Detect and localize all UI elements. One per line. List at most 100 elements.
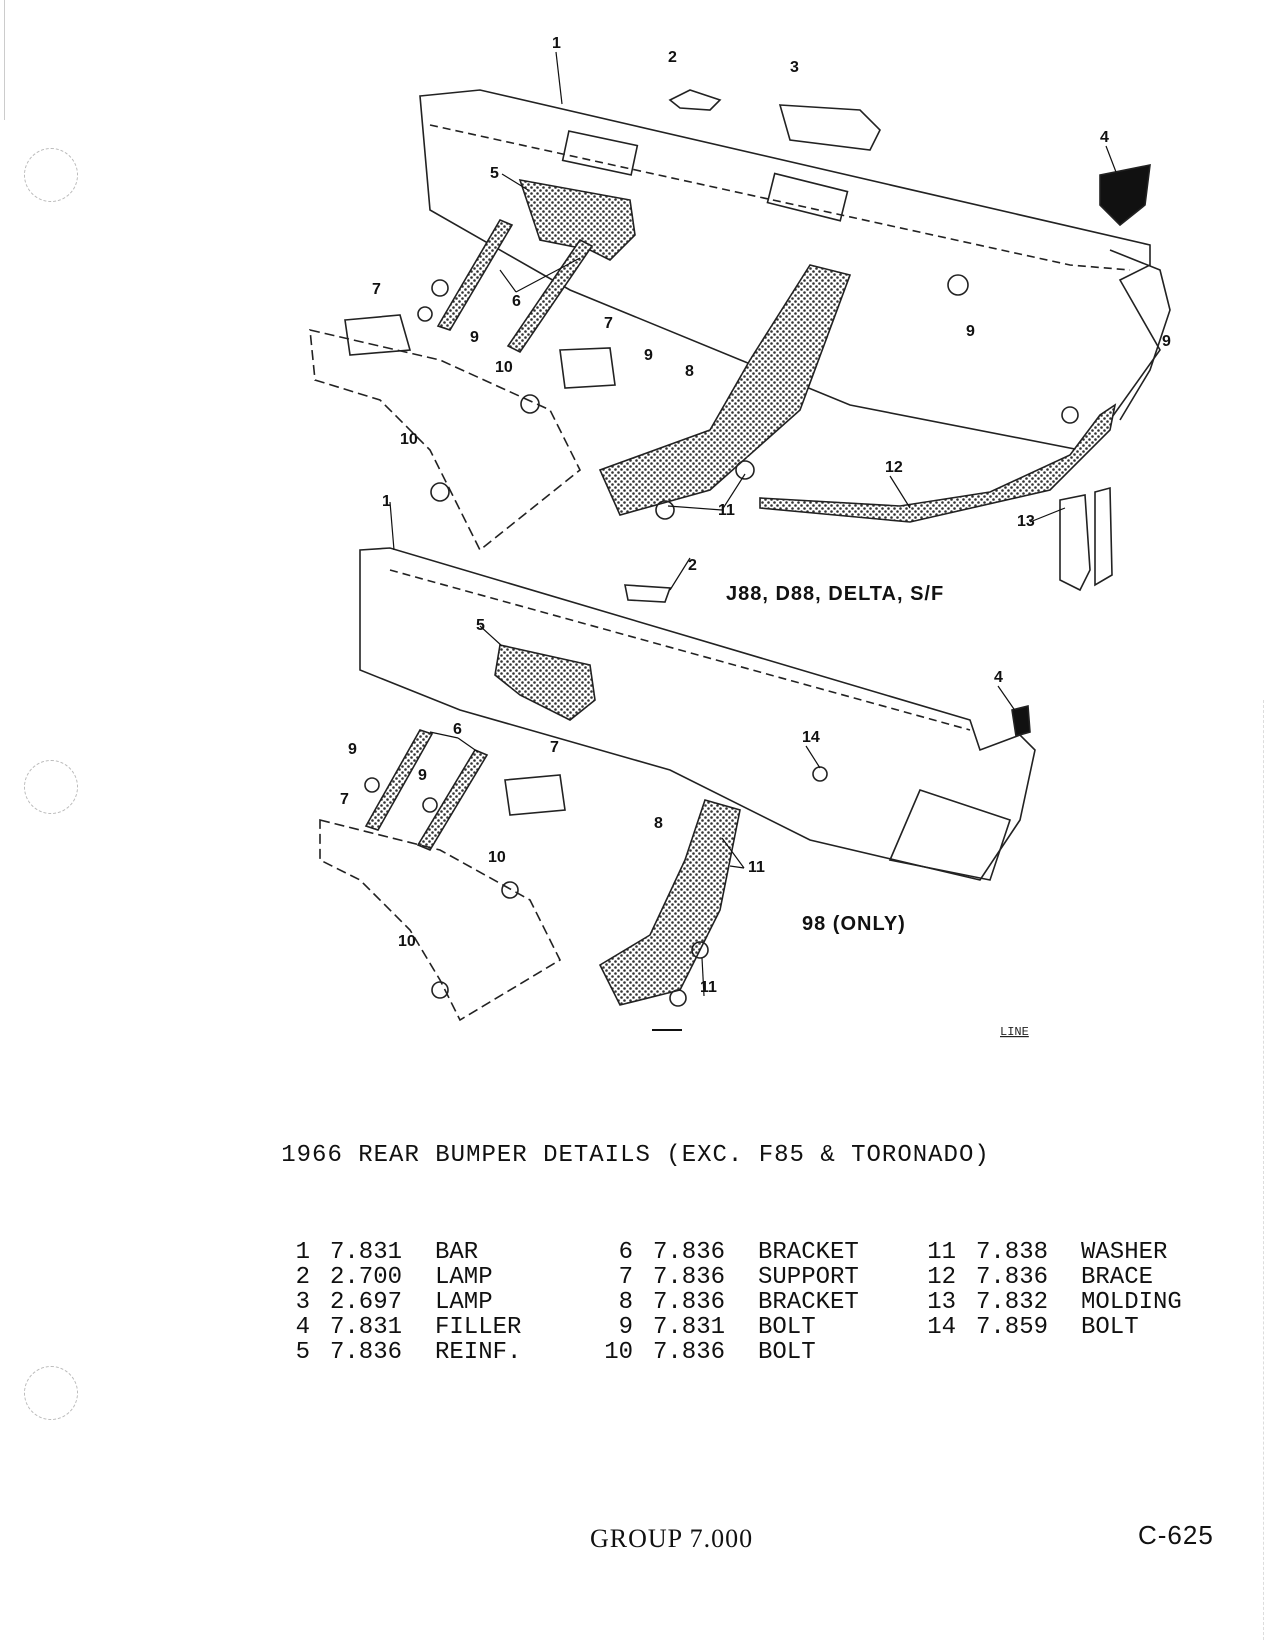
brace [759, 403, 1117, 523]
part-group-code: 2.700 [330, 1264, 403, 1291]
group-label: GROUP 7.000 [590, 1524, 754, 1553]
bracket [598, 264, 852, 516]
part-number: 3 [295, 1289, 310, 1316]
washer [430, 482, 450, 502]
part-name: BOLT [758, 1339, 816, 1366]
filler [1099, 163, 1151, 227]
variant-label: 98 (ONLY) [802, 913, 906, 935]
callout-label: 1 [552, 35, 561, 52]
reinforcement [494, 644, 596, 721]
molding [1094, 486, 1113, 587]
callout-label: 7 [340, 791, 349, 808]
bolt [812, 766, 828, 782]
part-number: 1 [295, 1239, 310, 1266]
lamp [778, 104, 881, 151]
line-tag: LINE [1000, 1025, 1029, 1039]
part-name: BOLT [1081, 1314, 1139, 1341]
part-number: 14 [927, 1314, 956, 1341]
parts-row: 4 7.831 FILLER 9 7.831 BOLT 14 7.859 BOL… [270, 1315, 1239, 1340]
lamp [624, 584, 672, 603]
part-group-code: 7.836 [653, 1239, 726, 1266]
washer [735, 460, 755, 480]
callout-label: 10 [398, 933, 416, 950]
callout-label: 1 [382, 493, 391, 510]
support [559, 347, 616, 389]
bracket [598, 799, 741, 1006]
callout-label: 9 [966, 323, 975, 340]
part-group-code: 7.836 [976, 1264, 1049, 1291]
part-number: 4 [295, 1314, 310, 1341]
part-group-code: 7.836 [653, 1339, 726, 1366]
callout-label: 14 [802, 729, 820, 746]
part-number: 5 [295, 1339, 310, 1366]
part-number: 11 [927, 1239, 956, 1266]
bracket [364, 729, 434, 831]
bumper-end-cap [1109, 249, 1171, 421]
part-name: BRACKET [758, 1289, 859, 1316]
bolt [431, 279, 449, 297]
page-edge-mark [1263, 700, 1265, 1640]
callout-label: 9 [470, 329, 479, 346]
parts-row: 2 2.700 LAMP 7 7.836 SUPPORT 12 7.836 BR… [270, 1265, 1239, 1290]
lower-assembly [319, 547, 1036, 1022]
part-group-code: 7.859 [976, 1314, 1049, 1341]
callout-label: 3 [790, 59, 799, 76]
bumper-bar [419, 89, 1161, 451]
bumper-bar-crease [389, 569, 971, 731]
punch-hole [24, 760, 78, 814]
part-name: BRACKET [758, 1239, 859, 1266]
callout-label: 5 [490, 165, 499, 182]
parts-row: 1 7.831 BAR 6 7.836 BRACKET 11 7.838 WAS… [270, 1240, 1239, 1265]
bolt [520, 394, 540, 414]
part-group-code: 7.836 [330, 1339, 403, 1366]
upper-callouts: 1 2 3 4 5 6 7 7 8 9 9 9 9 10 10 11 12 13 [372, 35, 1171, 530]
callout-label: 13 [1017, 513, 1035, 530]
lamp-opening [766, 172, 849, 222]
part-group-code: 7.836 [653, 1289, 726, 1316]
page-title: 1966 REAR BUMPER DETAILS (EXC. F85 & TOR… [281, 1142, 990, 1169]
parts-row: 3 2.697 LAMP 8 7.836 BRACKET 13 7.832 MO… [270, 1290, 1239, 1315]
bolt [422, 797, 438, 813]
callout-label: 11 [748, 859, 765, 876]
part-name: FILLER [435, 1314, 522, 1341]
callout-label: 9 [348, 741, 357, 758]
bolt [417, 306, 433, 322]
part-group-code: 7.836 [653, 1264, 726, 1291]
washer [691, 941, 709, 959]
part-group-code: 7.831 [330, 1239, 403, 1266]
support [504, 774, 566, 816]
callout-label: 4 [1100, 129, 1109, 146]
part-name: BOLT [758, 1314, 816, 1341]
part-name: WASHER [1081, 1239, 1168, 1266]
bolt [364, 777, 380, 793]
callout-label: 10 [488, 849, 506, 866]
callout-label: 9 [418, 767, 427, 784]
page-edge-mark [4, 0, 5, 120]
part-group-code: 7.831 [653, 1314, 726, 1341]
callout-label: 5 [476, 617, 485, 634]
part-name: BAR [435, 1239, 479, 1266]
bracket [416, 748, 489, 852]
filler [1011, 704, 1031, 738]
callout-label: 6 [453, 721, 462, 738]
leader-lines [389, 51, 1117, 997]
lower-callouts: 1 2 4 5 6 7 7 8 9 9 10 10 11 11 14 [340, 493, 1003, 996]
callout-label: 11 [718, 502, 735, 519]
reinforcement [518, 178, 636, 261]
washer [431, 981, 449, 999]
callout-label: 7 [372, 281, 381, 298]
part-name: BRACE [1081, 1264, 1154, 1291]
callout-label: 11 [700, 979, 717, 996]
callout-label: 9 [644, 347, 653, 364]
part-number: 6 [618, 1239, 633, 1266]
callout-label: 10 [400, 431, 418, 448]
part-name: LAMP [435, 1289, 493, 1316]
washer [669, 989, 687, 1007]
washer [655, 500, 675, 520]
callout-label: 8 [654, 815, 663, 832]
part-name: REINF. [435, 1339, 522, 1366]
callout-label: 7 [604, 315, 613, 332]
part-name: LAMP [435, 1264, 493, 1291]
part-number: 2 [295, 1264, 310, 1291]
part-name: SUPPORT [758, 1264, 859, 1291]
